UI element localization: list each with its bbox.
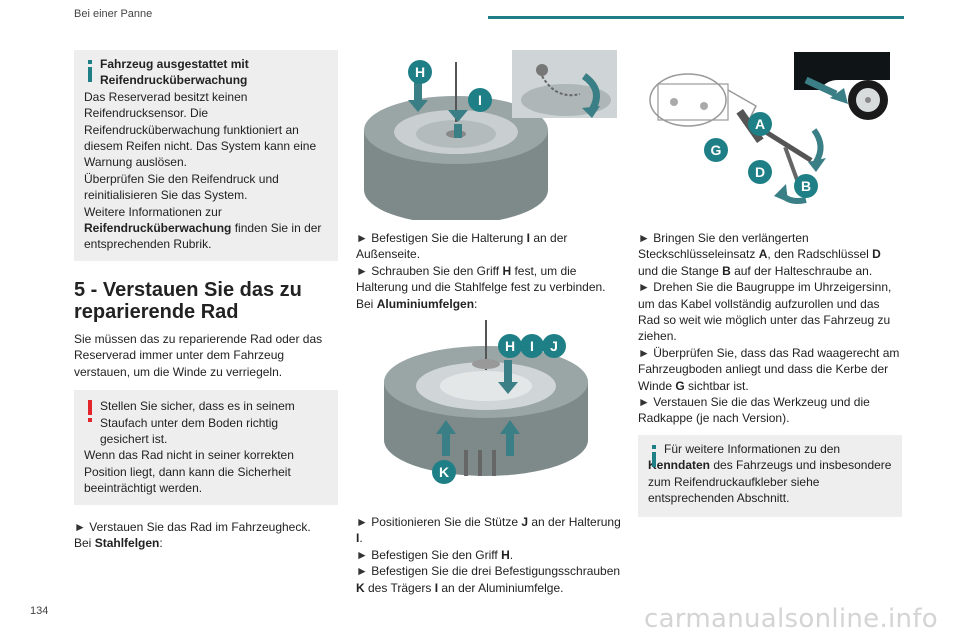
step-stow-tools: ► Verstauen Sie die das Werkzeug und die… bbox=[638, 395, 870, 426]
page-number: 134 bbox=[30, 605, 49, 617]
column-2: H I ► Befestigen Sie die Halterung I an … bbox=[356, 50, 622, 596]
step-check-wheel: ► Überprüfen Sie, dass das Rad waagerech… bbox=[638, 345, 900, 393]
callout-a: A bbox=[755, 116, 765, 132]
note-bold-tpms: Reifendrucküberwachung bbox=[84, 221, 232, 236]
callout-d: D bbox=[755, 164, 765, 180]
step-fit-handle: ► Befestigen Sie den Griff H. bbox=[356, 547, 514, 562]
step-turn-assembly: ► Drehen Sie die Baugruppe im Uhrzeigers… bbox=[638, 280, 892, 344]
steel-rims-label: Bei Stahlfelgen: bbox=[74, 535, 163, 550]
warning-note: Stellen Sie sicher, dass es in seinem St… bbox=[74, 390, 338, 505]
steel-rim-drawing: H I bbox=[364, 50, 617, 224]
illustration-steel-rim: H I bbox=[356, 50, 622, 224]
intro-text: Sie müssen das zu reparierende Rad oder … bbox=[74, 331, 323, 379]
header-title: Bei einer Panne bbox=[74, 8, 153, 20]
illustration-winch: A G D B bbox=[638, 50, 902, 220]
callout-j-bottom: J bbox=[550, 338, 558, 354]
step-fit-screws: ► Befestigen Sie die drei Befestigungssc… bbox=[356, 564, 621, 595]
warning-text-2: Wenn das Rad nicht in seiner korrekten P… bbox=[84, 448, 294, 496]
callout-b: B bbox=[801, 178, 811, 194]
illustration-alu-rim: H I J K bbox=[356, 320, 622, 500]
step-fit-bracket: ► Befestigen Sie die Halterung I an der … bbox=[356, 231, 568, 262]
callout-g: G bbox=[711, 142, 722, 158]
watermark: carmanualsonline.info bbox=[643, 604, 938, 634]
alu-rim-drawing: H I J K bbox=[384, 320, 588, 485]
column-3: A G D B ► Bringen Sie den verlängerten S… bbox=[638, 50, 902, 517]
note-text-2: Überprüfen Sie den Reifendruck und reini… bbox=[84, 171, 279, 203]
step-attach-tools: ► Bringen Sie den verlängerten Steckschl… bbox=[638, 231, 881, 278]
callout-h-bottom: H bbox=[505, 338, 515, 354]
info-note-tpms: Fahrzeug ausgestattet mit Reifendruckübe… bbox=[74, 50, 338, 261]
step-stow-wheel: ► Verstauen Sie das Rad im Fahrzeugheck. bbox=[74, 519, 311, 534]
alu-rims-label: Bei Aluminiumfelgen: bbox=[356, 296, 478, 311]
callout-i-bottom: I bbox=[530, 338, 534, 354]
callout-h-top: H bbox=[415, 64, 425, 80]
callout-k-bottom: K bbox=[439, 464, 449, 480]
step-screw-handle: ► Schrauben Sie den Griff H fest, um die… bbox=[356, 263, 606, 295]
note-text-1: Das Reserverad besitzt keinen Reifendruc… bbox=[84, 89, 317, 170]
step-position-support: ► Positionieren Sie die Stütze J an der … bbox=[356, 515, 621, 546]
header-rule bbox=[488, 16, 904, 19]
column-1: Fahrzeug ausgestattet mit Reifendruckübe… bbox=[74, 50, 338, 551]
callout-i-top: I bbox=[478, 92, 482, 108]
specs-note-text: Für weitere Informationen zu den Kenndat… bbox=[648, 441, 892, 506]
info-icon bbox=[652, 444, 656, 467]
note-title: Fahrzeug ausgestattet mit Reifendruckübe… bbox=[100, 57, 249, 88]
warning-text-1: Stellen Sie sicher, dass es in seinem St… bbox=[100, 399, 295, 446]
info-icon bbox=[88, 60, 92, 82]
info-note-specs: Für weitere Informationen zu den Kenndat… bbox=[638, 434, 902, 517]
section-heading: 5 - Verstauen Sie das zu reparierende Ra… bbox=[74, 278, 302, 323]
winch-drawing: A G D B bbox=[649, 50, 900, 204]
warning-icon bbox=[88, 400, 92, 423]
